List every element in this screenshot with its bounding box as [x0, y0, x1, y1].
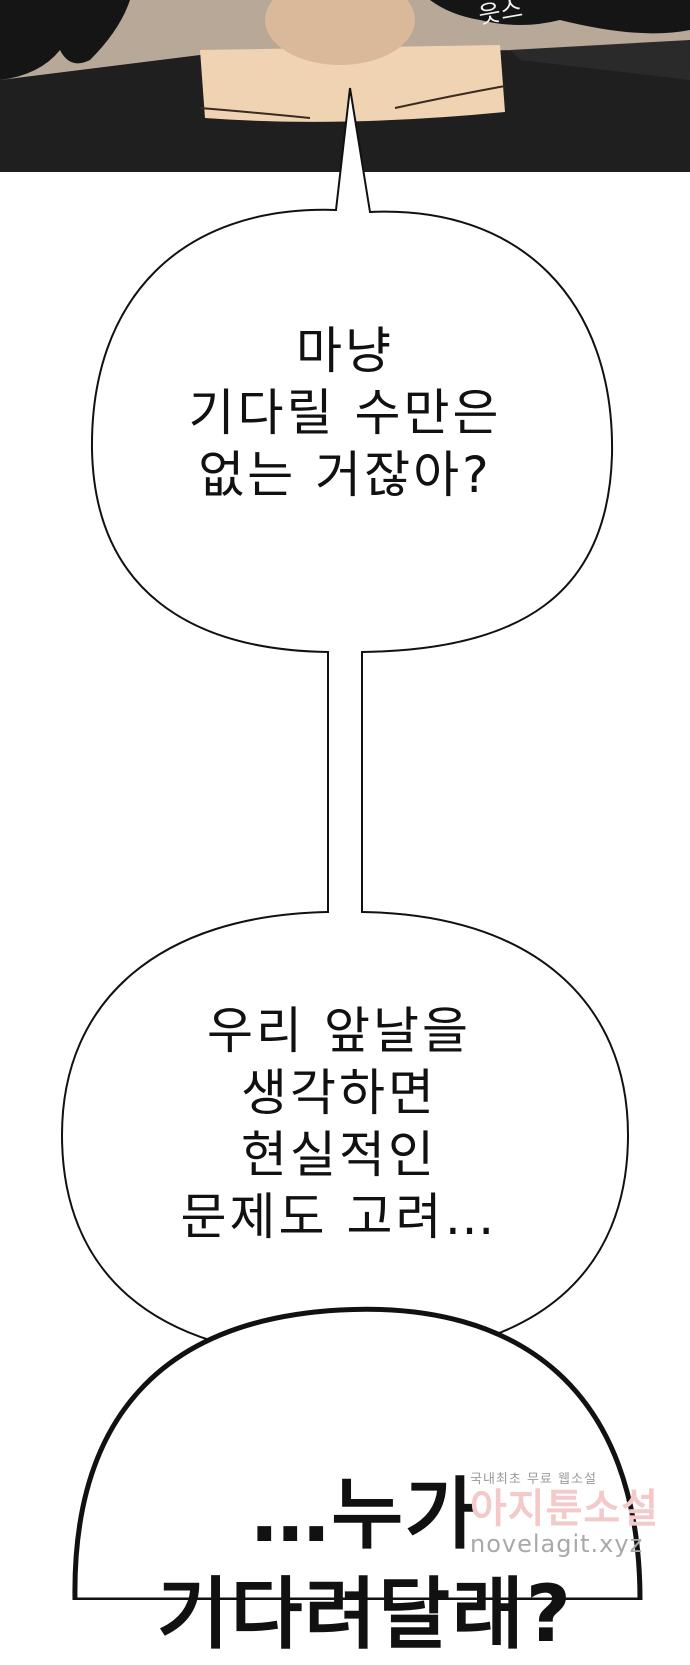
watermark-tagline: 국내최초 무료 웹소설	[470, 1472, 597, 1487]
bubble-3-line: …누가	[251, 1470, 479, 1560]
bubble-1-line: 마냥	[296, 322, 394, 380]
comic-scene	[0, 0, 690, 1600]
bubble-2-line: 생각하면	[241, 1064, 437, 1122]
watermark: 국내최초 무료 웹소설 아지툰소설 novelagit.xyz	[470, 1468, 670, 1557]
bubble-3-line: 기다려달래?	[156, 1570, 574, 1660]
bubble-2-line: 우리 앞날을	[207, 1002, 471, 1060]
watermark-logo: 아지툰소설	[470, 1486, 659, 1532]
speech-bubble-3	[72, 1306, 643, 1600]
bubble-2-line: 문제도 고려…	[180, 1188, 498, 1246]
speech-bubble-2-text: 우리 앞날을 생각하면 현실적인 문제도 고려…	[0, 1000, 684, 1248]
speech-bubble-1	[90, 87, 614, 916]
top-panel	[0, 0, 690, 172]
bubble-1-line: 없는 거잖아?	[198, 446, 492, 504]
bubble-1-line: 기다릴 수만은	[188, 384, 502, 442]
speech-bubble-1-text: 마냥 기다릴 수만은 없는 거잖아?	[0, 320, 690, 506]
bubble-2-line: 현실적인	[241, 1126, 437, 1184]
watermark-url: novelagit.xyz	[470, 1530, 644, 1558]
